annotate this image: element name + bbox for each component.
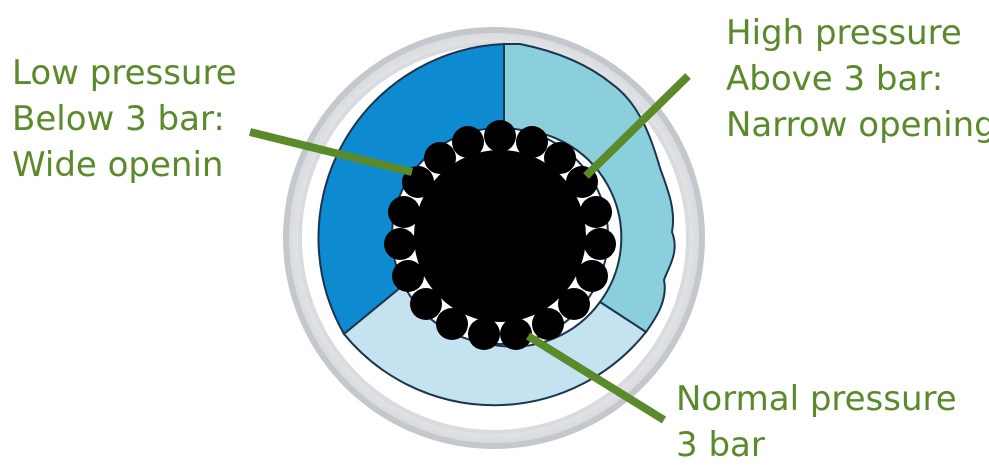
low-pressure-leader-line (249, 128, 413, 176)
low-pressure-description: Wide openin (12, 145, 224, 185)
high-pressure-zone (503, 43, 676, 334)
normal-pressure-title: Normal pressure (676, 379, 957, 419)
low-pressure-label: Low pressure Below 3 bar: Wide openin (12, 50, 237, 188)
high-pressure-title: High pressure (726, 13, 962, 53)
high-pressure-threshold: Above 3 bar: (726, 59, 944, 99)
normal-pressure-leader-line (525, 332, 667, 424)
normal-pressure-value: 3 bar (676, 425, 765, 465)
high-pressure-label: High pressure Above 3 bar: Narrow openin… (726, 10, 989, 148)
normal-pressure-label: Normal pressure 3 bar (676, 376, 957, 468)
high-pressure-description: Narrow opening (726, 105, 989, 145)
low-pressure-threshold: Below 3 bar: (12, 99, 225, 139)
high-pressure-leader-line (583, 73, 691, 179)
low-pressure-title: Low pressure (12, 53, 237, 93)
